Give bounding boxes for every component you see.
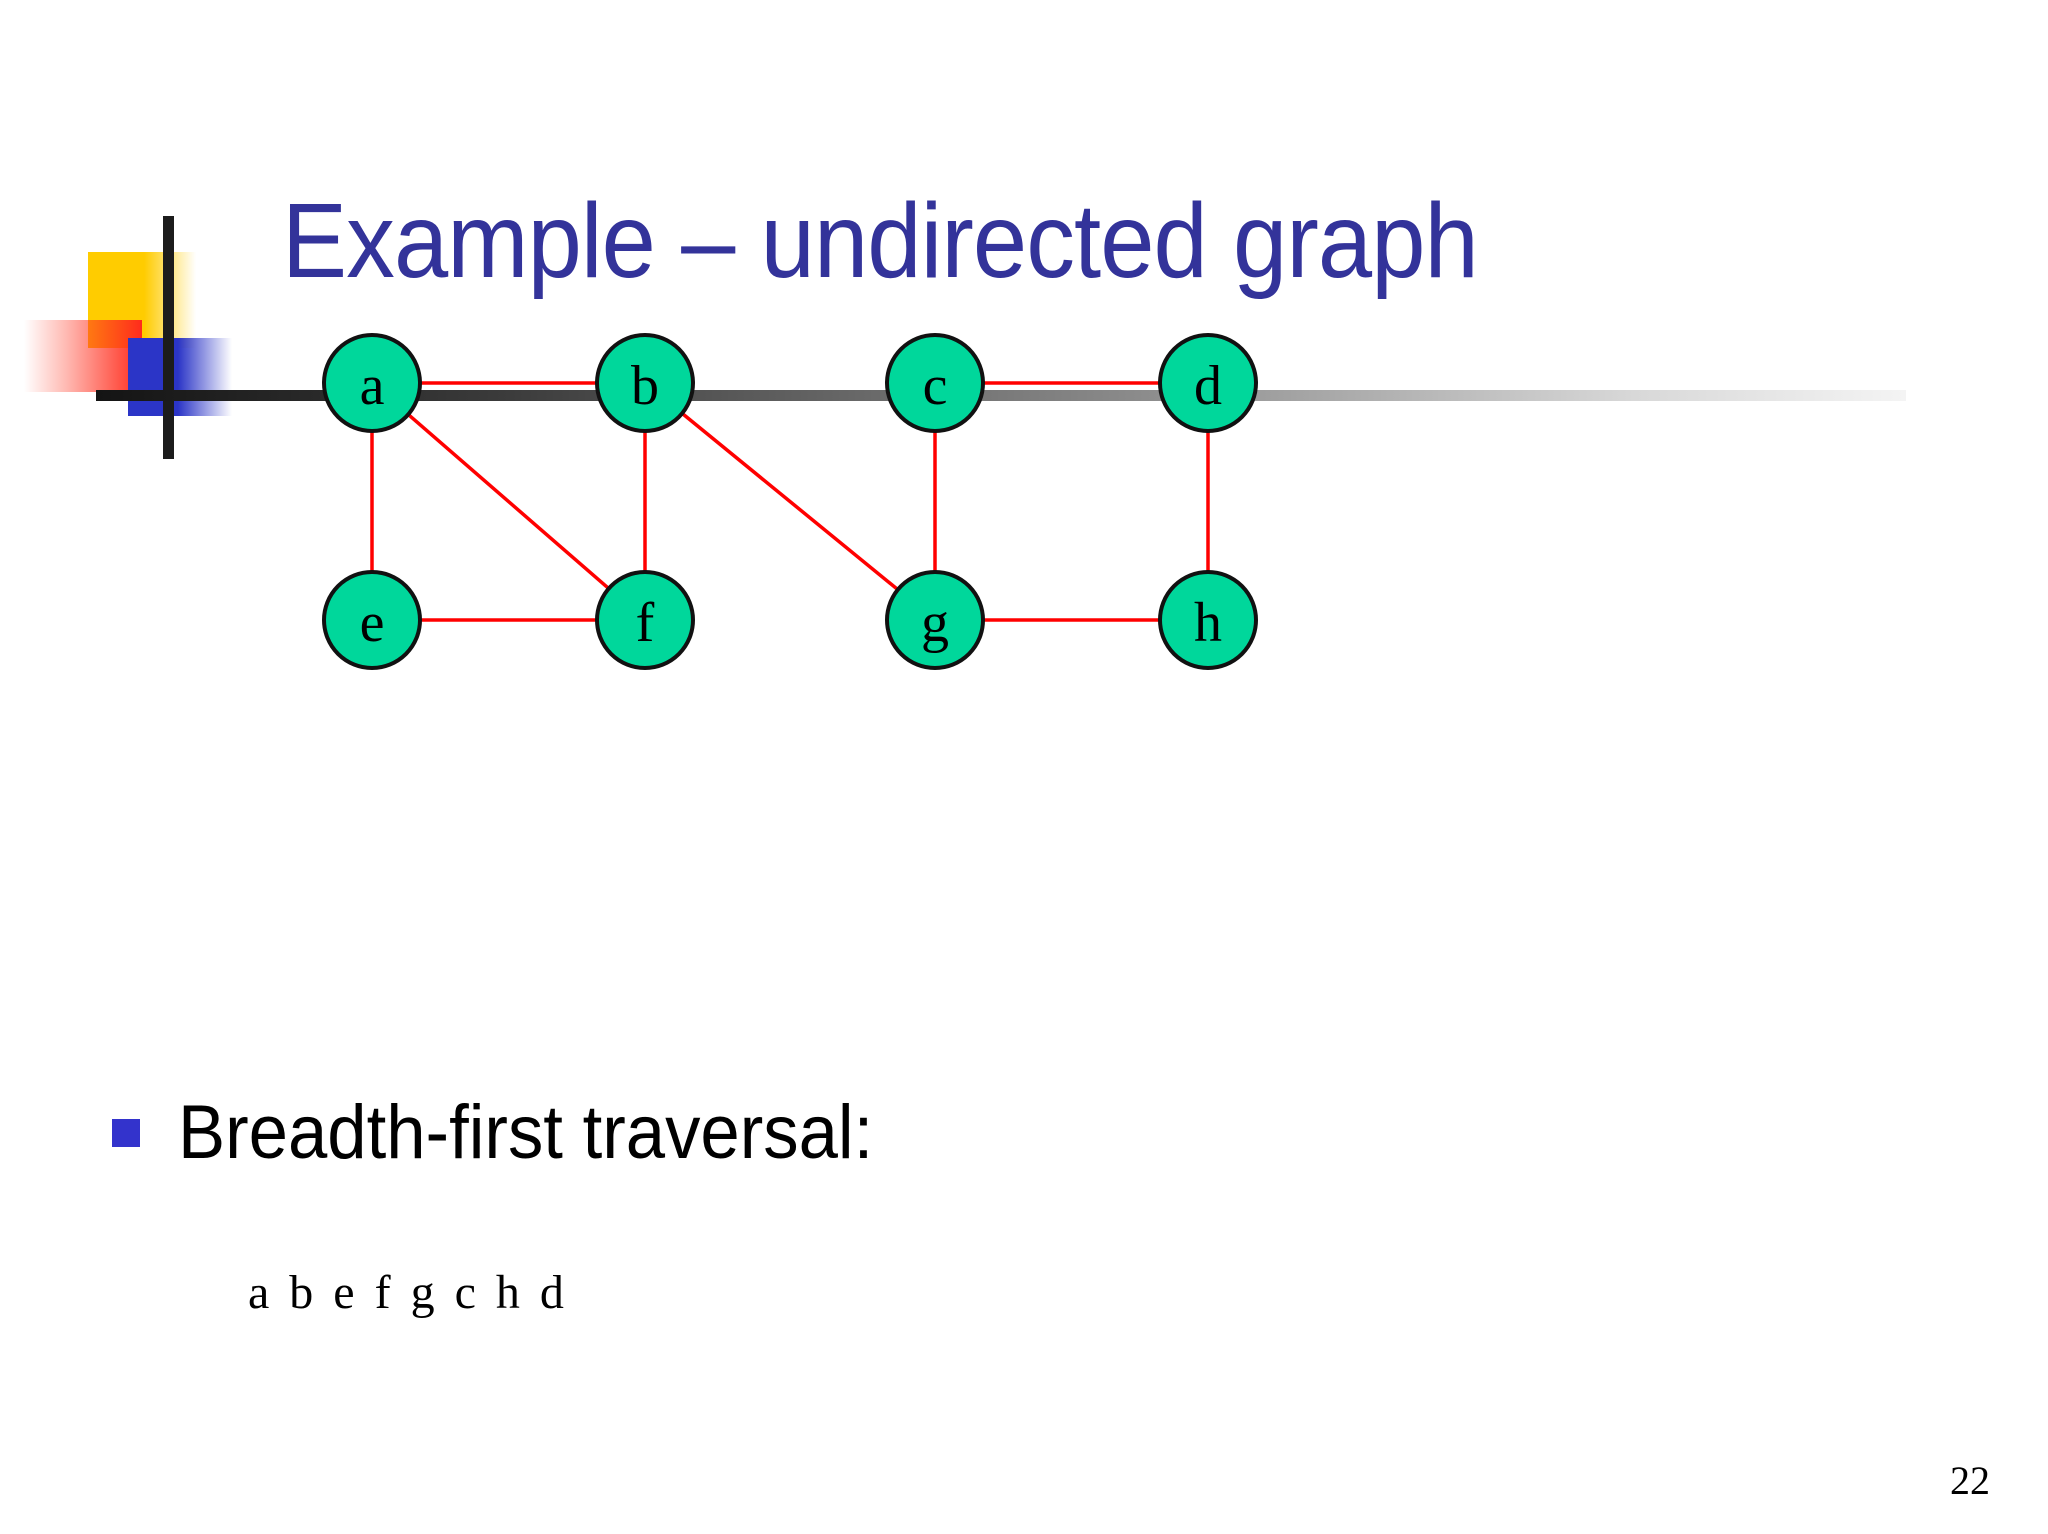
graph-node-d: d xyxy=(1158,333,1258,433)
graph-node-circle-e xyxy=(322,570,422,670)
graph-node-b: b xyxy=(595,333,695,433)
graph-node-circle-g xyxy=(885,570,985,670)
graph-node-circle-c xyxy=(885,333,985,433)
graph-node-g: g xyxy=(885,570,985,670)
graph-node-c: c xyxy=(885,333,985,433)
graph-node-circle-a xyxy=(322,333,422,433)
graph-node-label-h: h xyxy=(1194,592,1222,654)
square-bullet-icon xyxy=(112,1119,140,1147)
traversal-sequence-text: a b e f g c h d xyxy=(248,1266,568,1319)
graph-node-circle-b xyxy=(595,333,695,433)
graph-node-circle-d xyxy=(1158,333,1258,433)
node-layer: a b c d e f g h xyxy=(322,333,1258,670)
graph-node-f: f xyxy=(595,570,695,670)
graph-node-label-b: b xyxy=(631,355,659,417)
graph-node-label-d: d xyxy=(1194,355,1222,417)
graph-node-label-c: c xyxy=(923,355,948,417)
graph-node-label-g: g xyxy=(921,592,949,654)
graph-edge-a-f xyxy=(406,412,611,591)
graph-node-label-e: e xyxy=(360,592,385,654)
graph-node-circle-f xyxy=(595,570,695,670)
graph-node-circle-h xyxy=(1158,570,1258,670)
graph-node-a: a xyxy=(322,333,422,433)
graph-node-h: h xyxy=(1158,570,1258,670)
graph-node-e: e xyxy=(322,570,422,670)
graph-edge-b-g xyxy=(680,411,900,592)
graph-node-label-a: a xyxy=(360,355,385,417)
graph-node-label-f: f xyxy=(636,592,655,654)
bullet-item-label: Breadth-first traversal: xyxy=(178,1090,874,1175)
page-number: 22 xyxy=(1950,1458,1990,1503)
title-underline-rule xyxy=(96,390,1906,401)
bullet-list-item: Breadth-first traversal: xyxy=(112,1095,926,1171)
edge-layer xyxy=(370,381,1210,622)
page-title: Example – undirected graph xyxy=(282,182,1479,300)
